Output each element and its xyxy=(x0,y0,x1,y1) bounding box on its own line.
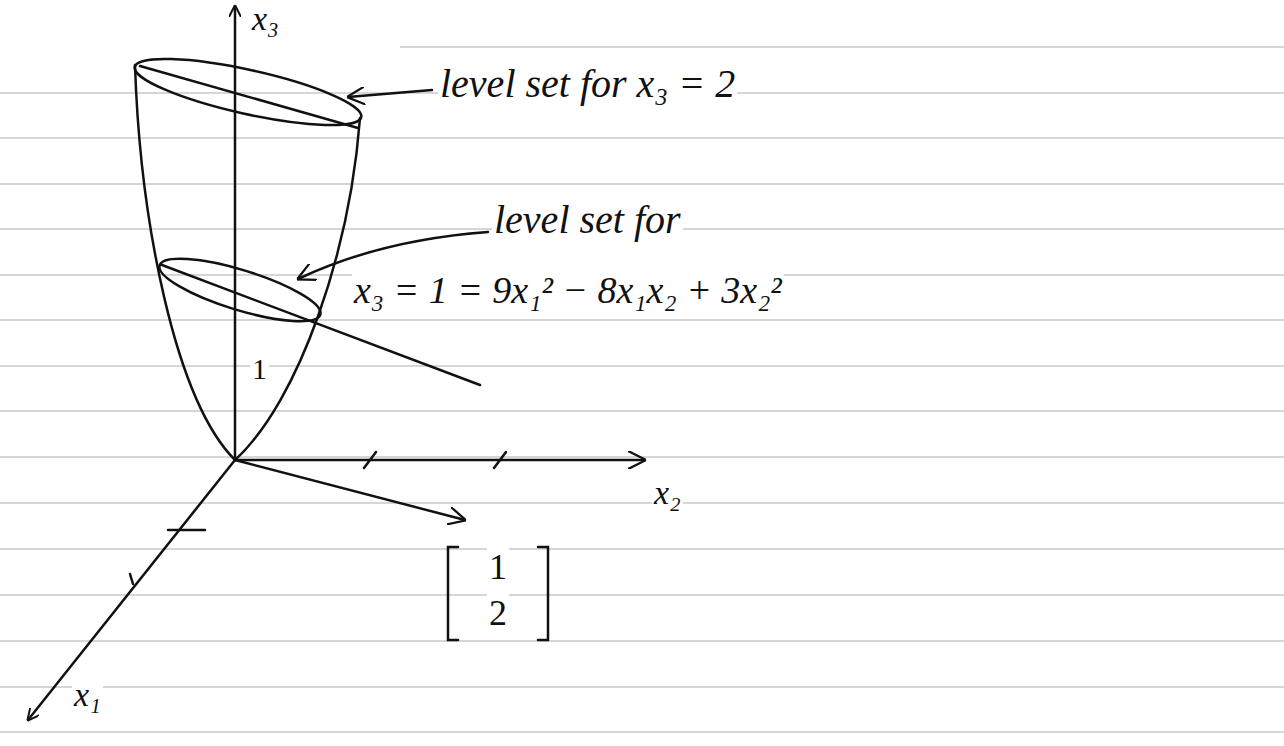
paraboloid-outline xyxy=(235,118,360,460)
tick-label: 1 xyxy=(250,352,269,385)
x1-axis xyxy=(28,460,235,720)
x3-axis xyxy=(234,6,237,460)
level-set-label: level set for xyxy=(492,198,683,242)
equation-label: x₃ = 1 = 9x₁² − 8x₁x₂ + 3x₂² xyxy=(352,270,784,312)
matrix-bracket xyxy=(538,547,548,640)
axis-label: x₁ xyxy=(72,676,103,713)
matrix-bracket xyxy=(448,547,458,640)
tick-mark xyxy=(364,452,376,468)
vector-arrow xyxy=(235,460,465,520)
vector-entry: 1 xyxy=(487,548,509,588)
ruled-lines xyxy=(0,47,1284,732)
axis-label: x₃ xyxy=(250,0,281,37)
paraboloid-outline xyxy=(135,65,235,460)
x2-axis xyxy=(235,459,645,462)
axis-label: x₂ xyxy=(652,474,683,511)
vector-entry: 2 xyxy=(487,594,509,634)
level-set-label: level set for x₃ = 2 xyxy=(438,62,737,106)
tick-mark xyxy=(168,529,205,532)
tick-mark xyxy=(130,574,133,584)
level-set-ellipse xyxy=(154,246,326,333)
tick-mark xyxy=(494,452,506,468)
ellipse-axis xyxy=(140,66,358,128)
leader-arrow xyxy=(348,90,432,97)
level-set-ellipse xyxy=(130,45,366,138)
